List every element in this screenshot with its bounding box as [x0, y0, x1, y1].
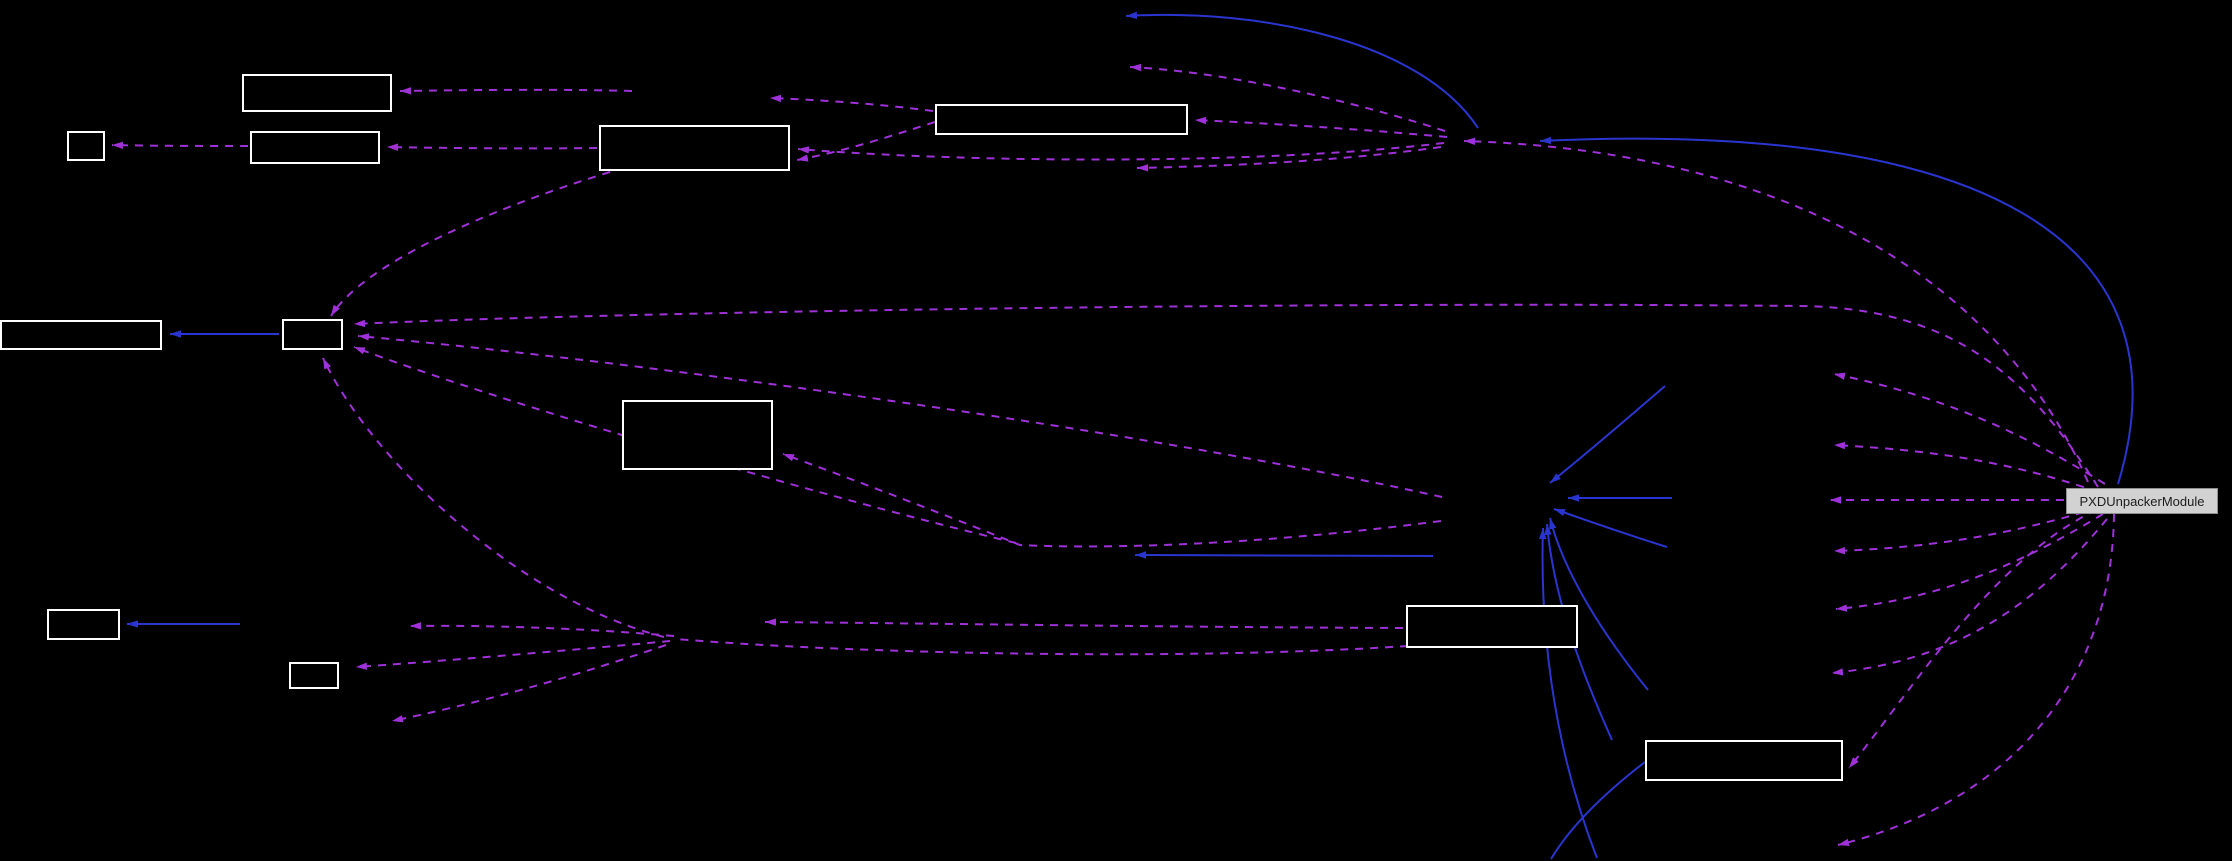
dashed-edge	[322, 357, 665, 638]
dashed-edge	[1194, 116, 1448, 138]
graph-node[interactable]	[242, 74, 392, 112]
solid-edge	[1549, 517, 1649, 691]
dashed-edge	[675, 638, 1409, 656]
dashed-edge	[769, 94, 934, 112]
graph-node-label: PXDUnpackerModule	[2079, 493, 2205, 509]
dashed-edge	[111, 141, 249, 149]
dashed-edge	[796, 121, 936, 162]
graph-node[interactable]	[282, 319, 343, 350]
dashed-edge	[1848, 509, 2097, 769]
dashed-edge	[782, 453, 1442, 548]
dashed-edge	[355, 640, 671, 670]
graph-node[interactable]	[599, 125, 790, 171]
dashed-edge	[764, 618, 1404, 629]
dashed-edge	[353, 303, 2099, 488]
graph-node[interactable]	[935, 104, 1188, 135]
solid-edge	[1549, 385, 1666, 484]
graph-node[interactable]	[67, 131, 105, 161]
solid-edge	[1538, 527, 1598, 859]
solid-edge	[1550, 761, 1646, 860]
solid-edge	[1125, 11, 1479, 129]
dashed-edge	[1136, 146, 1442, 172]
dashed-edge	[386, 143, 598, 151]
graph-node[interactable]	[289, 662, 339, 689]
solid-edge	[1553, 508, 1668, 548]
graph-node[interactable]	[47, 609, 120, 640]
dashed-edge	[409, 622, 675, 637]
dashed-edge	[1833, 372, 2106, 485]
dashed-edge	[797, 142, 1445, 161]
dashed-edge	[330, 171, 611, 317]
dashed-edge	[1837, 513, 2115, 846]
solid-edge	[1539, 136, 2134, 485]
dashed-edge	[1833, 507, 2099, 555]
dashed-edge	[391, 644, 667, 723]
dashed-edge	[357, 333, 1443, 498]
graph-node[interactable]	[622, 400, 773, 470]
graph-node-pxdunpackermodule[interactable]: PXDUnpackerModule	[2066, 488, 2218, 514]
dashed-edge	[399, 87, 633, 95]
dashed-edge	[1831, 518, 2108, 676]
graph-node[interactable]	[1406, 605, 1578, 648]
graph-node[interactable]	[0, 320, 162, 350]
dashed-edge	[1129, 63, 1446, 132]
graph-node[interactable]	[250, 131, 380, 164]
graph-node[interactable]	[1645, 740, 1843, 781]
dashed-edge	[1833, 441, 2099, 493]
solid-edge	[1134, 551, 1434, 559]
dashed-edge	[1463, 137, 2089, 483]
